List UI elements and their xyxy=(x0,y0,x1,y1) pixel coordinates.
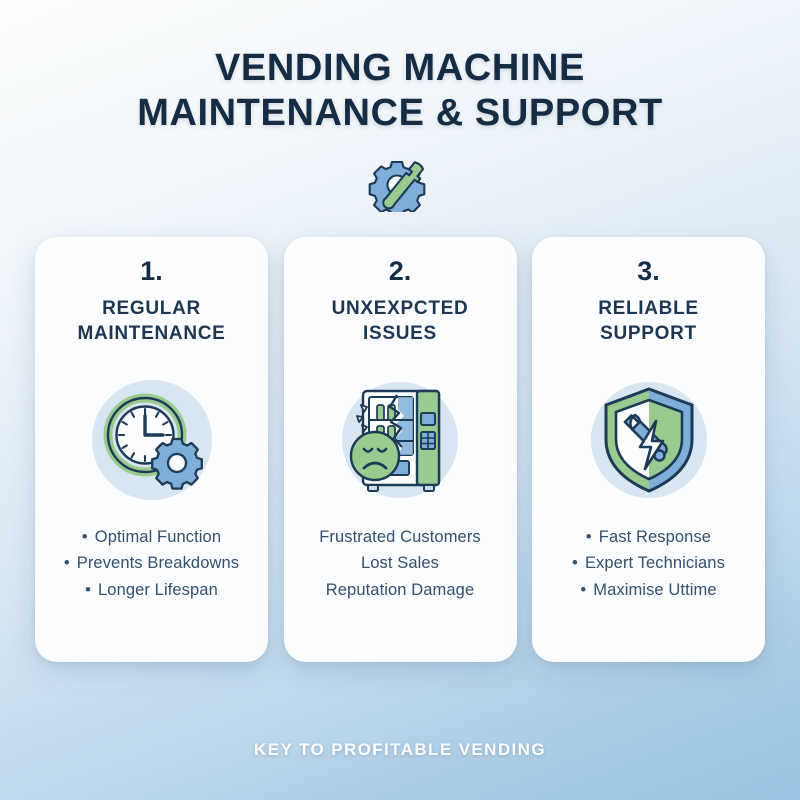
card-icon-container xyxy=(87,375,217,505)
list-item: Fast Response xyxy=(544,524,753,551)
card-title-line-2: SUPPORT xyxy=(600,323,697,345)
list-item: Maximise Uttime xyxy=(544,577,753,604)
footer-tagline: KEY TO PROFITABLE VENDING xyxy=(254,740,546,759)
page-title: VENDING MACHINE MAINTENANCE & SUPPORT xyxy=(0,46,800,136)
list-item: Frustrated Customers xyxy=(319,527,481,546)
broken-vending-machine-sad-face-icon xyxy=(342,381,458,498)
card-title-line-1: UNXEXPCTED xyxy=(331,298,469,320)
list-item: Expert Technicians xyxy=(544,550,753,577)
gear-wrench-icon xyxy=(368,160,426,212)
card-title-line-1: REGULAR xyxy=(102,298,201,320)
list-item: Reputation Damage xyxy=(325,580,475,599)
card-icon-container xyxy=(335,375,465,505)
card-number: 3. xyxy=(637,255,660,286)
card-unexpected-issues[interactable]: 2. UNXEXPCTED ISSUES xyxy=(283,236,517,662)
list-item: Longer Lifespan xyxy=(47,577,256,604)
card-title-line-1: RELIABLE xyxy=(598,298,699,320)
clock-gear-icon xyxy=(91,379,212,500)
card-title-line-2: MAINTENANCE xyxy=(77,323,226,345)
card-title-line-2: ISSUES xyxy=(363,323,437,345)
card-number: 2. xyxy=(388,255,412,286)
header: VENDING MACHINE MAINTENANCE & SUPPORT xyxy=(0,0,800,212)
card-bullet-list: Fast Response Expert Technicians Maximis… xyxy=(544,524,753,604)
card-title: RELIABLE SUPPORT xyxy=(598,297,699,346)
card-reliable-support[interactable]: 3. RELIABLE SUPPORT xyxy=(532,236,765,662)
card-bullet-list: Optimal Function Prevents Breakdowns Lon… xyxy=(47,524,256,604)
card-icon-container xyxy=(584,375,714,505)
list-item: Lost Sales xyxy=(360,554,440,573)
list-item: Prevents Breakdowns xyxy=(47,550,256,577)
list-item: Optimal Function xyxy=(47,524,256,551)
page-title-line-1: VENDING MACHINE xyxy=(214,47,586,89)
shield-wrench-bolt-icon xyxy=(590,381,707,498)
footer: KEY TO PROFITABLE VENDING xyxy=(0,740,800,760)
card-title: UNXEXPCTED ISSUES xyxy=(332,297,469,346)
card-plain-list: Frustrated Customers Lost Sales Reputati… xyxy=(296,524,505,604)
cards-row: 1. REGULAR MAINTENANCE xyxy=(35,236,765,662)
card-regular-maintenance[interactable]: 1. REGULAR MAINTENANCE xyxy=(35,236,268,662)
page-title-line-2: MAINTENANCE & SUPPORT xyxy=(137,91,663,134)
card-number: 1. xyxy=(140,255,163,286)
card-title: REGULAR MAINTENANCE xyxy=(77,297,225,346)
